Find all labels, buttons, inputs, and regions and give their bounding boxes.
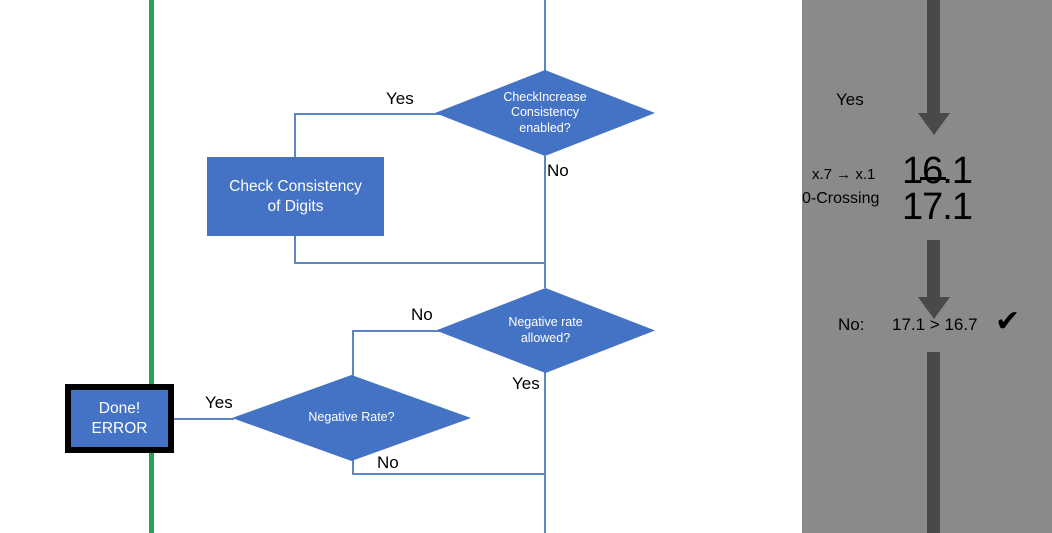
connector-digits-out-h [294,262,545,264]
node-text-line3: enabled? [519,120,571,135]
edge-label-checkincrease-yes: Yes [386,89,414,108]
node-text-line1: Done! [98,400,141,418]
process-check-consistency-of-digits[interactable]: Check Consistency of Digits [207,157,384,236]
decision-negative-rate-allowed[interactable]: Negative rate allowed? [436,288,655,373]
node-text-line1: Negative rate [508,315,583,330]
process-check-consistency-of-digits-text: Check Consistency of Digits [229,177,362,216]
connector-nra-no-v [352,330,354,376]
node-text-line1: Negative Rate? [308,410,395,425]
edge-label-nra-yes: Yes [512,374,540,393]
panel-rule-label-line1: x.7 → x.1 [812,166,876,183]
terminator-done-error[interactable]: Done! ERROR [65,384,174,453]
connector-nra-yes-v [544,372,546,533]
panel-result-prefix: No: [838,315,865,334]
edge-label-nr-no: No [377,453,399,472]
node-text-line1: CheckIncrease [503,90,587,105]
panel-result-comparison: 17.1 > 16.7 [892,315,978,334]
green-vertical-rule [149,0,154,533]
annotation-panel: Yes x.7 → x.1 0-Crossing 16.1 17.1 No: 1… [802,0,1052,533]
decision-negative-rate-allowed-text: Negative rate allowed? [508,315,582,346]
panel-tail-bar [927,352,940,533]
node-text-line2: ERROR [91,419,148,437]
node-text-line1: Check Consistency [229,178,362,196]
connector-digits-out-v [294,236,296,263]
panel-arrow-2-head [918,297,950,319]
edge-label-nra-no: No [411,305,433,324]
decision-check-increase-consistency-text: CheckIncrease Consistency enabled? [503,90,586,136]
node-text-line2: Consistency [510,105,580,120]
connector-nr-no-v [352,460,354,474]
decision-check-increase-consistency[interactable]: CheckIncrease Consistency enabled? [435,70,655,156]
node-text-line2: allowed? [520,330,571,345]
connector-nr-yes-h [174,418,234,420]
decision-negative-rate[interactable]: Negative Rate? [232,375,471,461]
panel-value-strikethrough [920,177,946,180]
panel-rule-label-line2: 0-Crossing [802,190,880,207]
panel-yes-label: Yes [836,90,864,109]
connector-nra-no-h [352,330,440,332]
connector-checkincrease-yes-h [294,113,440,115]
connector-checkincrease-no [544,156,546,288]
edge-label-nr-yes: Yes [205,393,233,412]
terminator-done-error-text: Done! ERROR [92,399,148,438]
panel-arrow-1-head [918,113,950,135]
panel-value-struck: 16.1 [902,150,973,192]
connector-spine-top [544,0,546,72]
panel-arrow-1-shaft [927,0,940,113]
panel-value-current: 17.1 [902,186,973,228]
connector-nr-no-h [352,473,545,475]
decision-negative-rate-text: Negative Rate? [308,410,394,425]
edge-label-checkincrease-no: No [547,161,569,180]
panel-result-checkmark: ✔ [995,305,1021,338]
connector-checkincrease-yes-v [294,113,296,157]
panel-arrow-2-shaft [927,240,940,298]
node-text-line2: of Digits [267,197,324,215]
